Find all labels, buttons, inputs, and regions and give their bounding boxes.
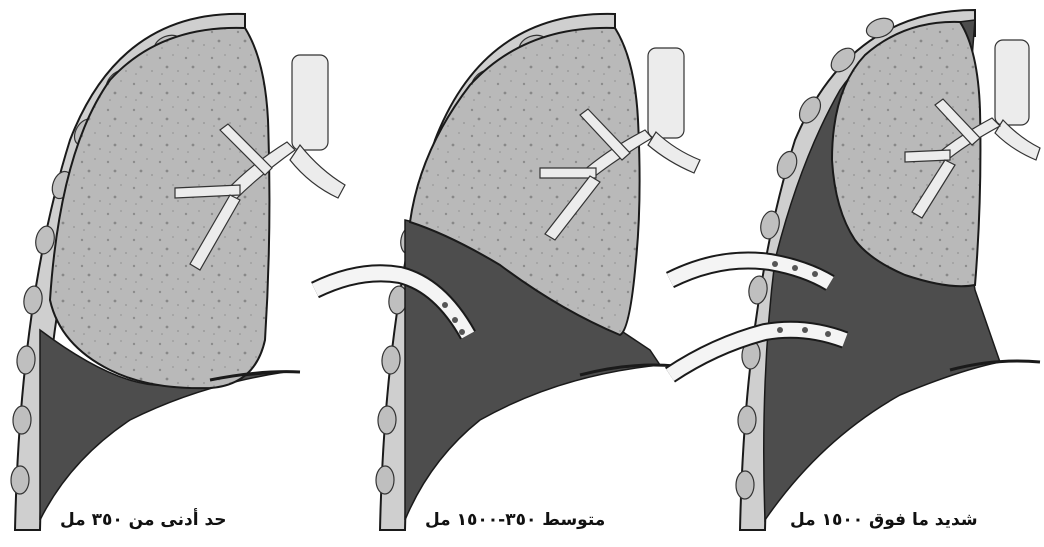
caption-moderate: متوسط ٣٥٠-١٥٠٠ مل [425, 510, 605, 530]
panel-severe [670, 10, 1040, 530]
chest-tube-upper [670, 260, 830, 283]
lung [50, 28, 269, 388]
panel-moderate [315, 14, 700, 530]
caption-severe: شديد ما فوق ١٥٠٠ مل [790, 510, 978, 530]
panel-minimal [11, 14, 345, 530]
caption-minimal: حد أدنى من ٣٥٠ مل [60, 510, 227, 530]
